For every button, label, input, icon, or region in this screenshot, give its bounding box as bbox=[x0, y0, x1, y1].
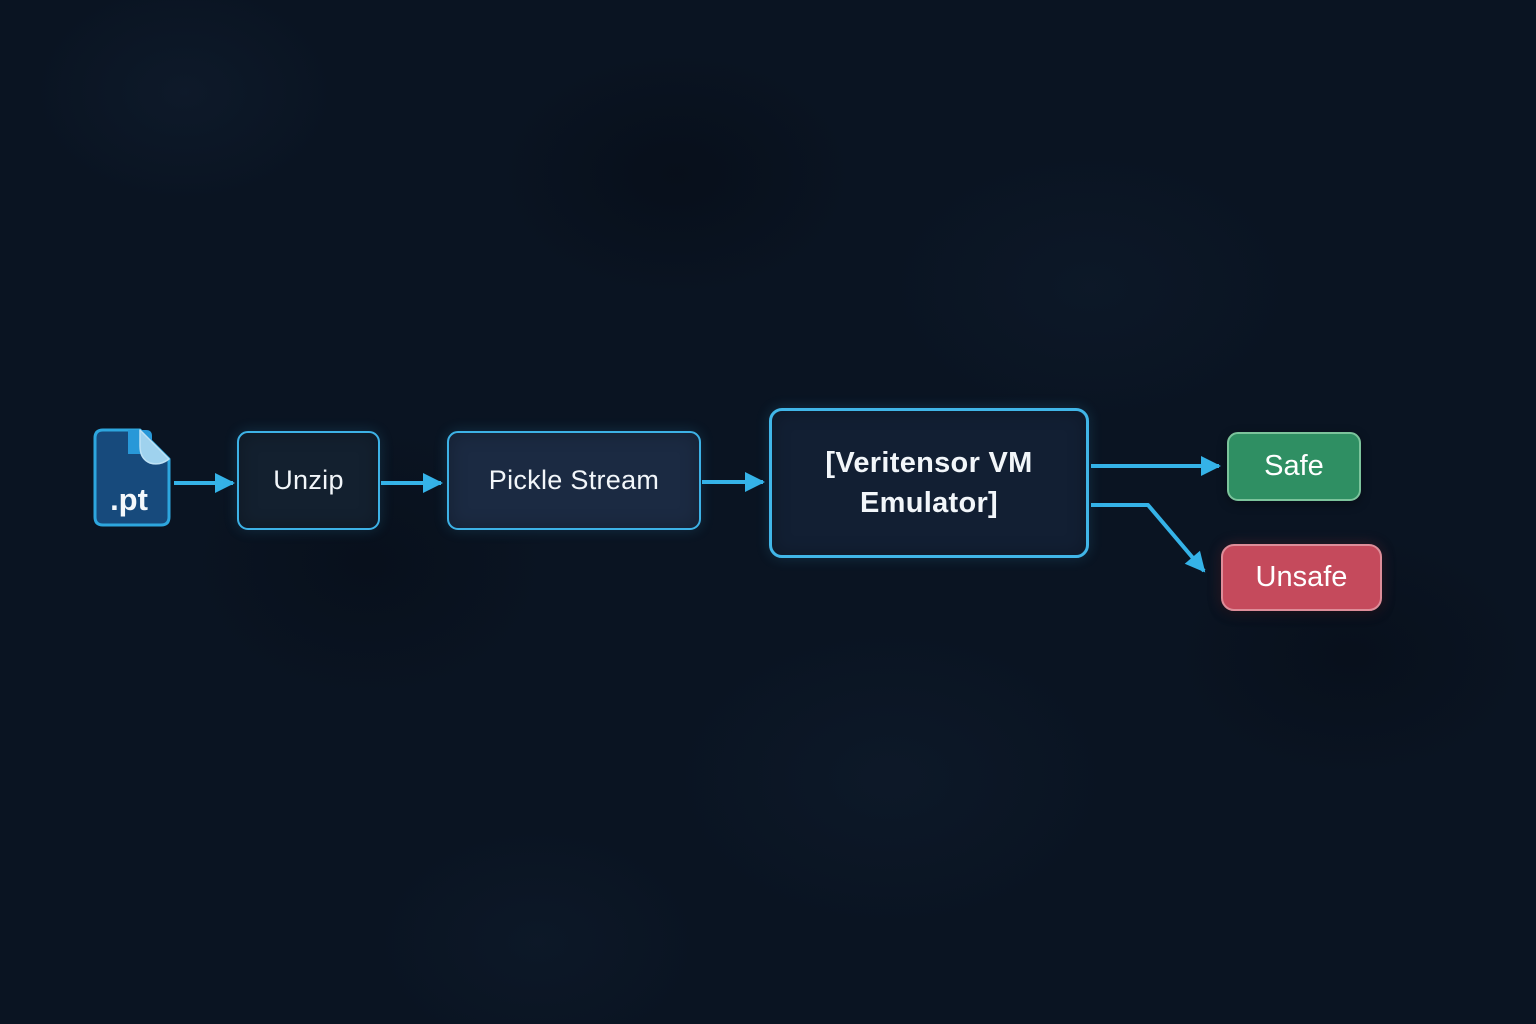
unsafe-label: Unsafe bbox=[1255, 561, 1348, 593]
pt-file-label: .pt bbox=[110, 482, 148, 517]
document-file-icon bbox=[93, 428, 171, 527]
node-unsafe: Unsafe bbox=[1221, 544, 1382, 611]
safe-label: Safe bbox=[1264, 450, 1324, 482]
node-safe: Safe bbox=[1227, 432, 1361, 501]
pickle-stream-label: Pickle Stream bbox=[488, 465, 660, 495]
node-pickle-stream: Pickle Stream bbox=[447, 431, 701, 530]
node-pt-file: .pt bbox=[92, 428, 172, 528]
node-unzip: Unzip bbox=[237, 431, 380, 530]
unzip-label: Unzip bbox=[273, 465, 344, 495]
node-vm-emulator: [Veritensor VM Emulator] bbox=[769, 408, 1089, 558]
edge-vm-to-unsafe bbox=[1091, 503, 1206, 573]
vm-emulator-label: [Veritensor VM Emulator] bbox=[825, 446, 1033, 519]
